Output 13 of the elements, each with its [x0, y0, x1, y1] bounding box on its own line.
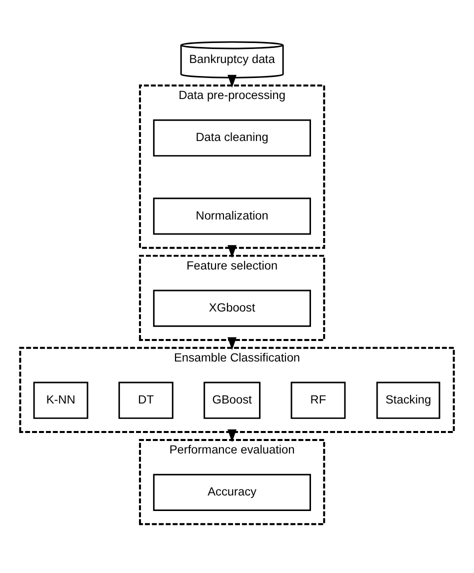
node-box: RF [290, 381, 346, 418]
arrow [228, 244, 237, 258]
node-box: Stacking [376, 381, 440, 418]
node-box: Normalization [153, 197, 311, 234]
node-box: K-NN [33, 381, 88, 418]
arrow [228, 428, 237, 442]
arrow [228, 74, 237, 88]
node-box: Accuracy [153, 473, 311, 510]
node-box: GBoost [204, 381, 261, 418]
node-box: XGboost [153, 289, 311, 326]
node-box: Data cleaning [153, 118, 311, 156]
arrow [228, 336, 237, 350]
node-box: DT [118, 381, 174, 418]
